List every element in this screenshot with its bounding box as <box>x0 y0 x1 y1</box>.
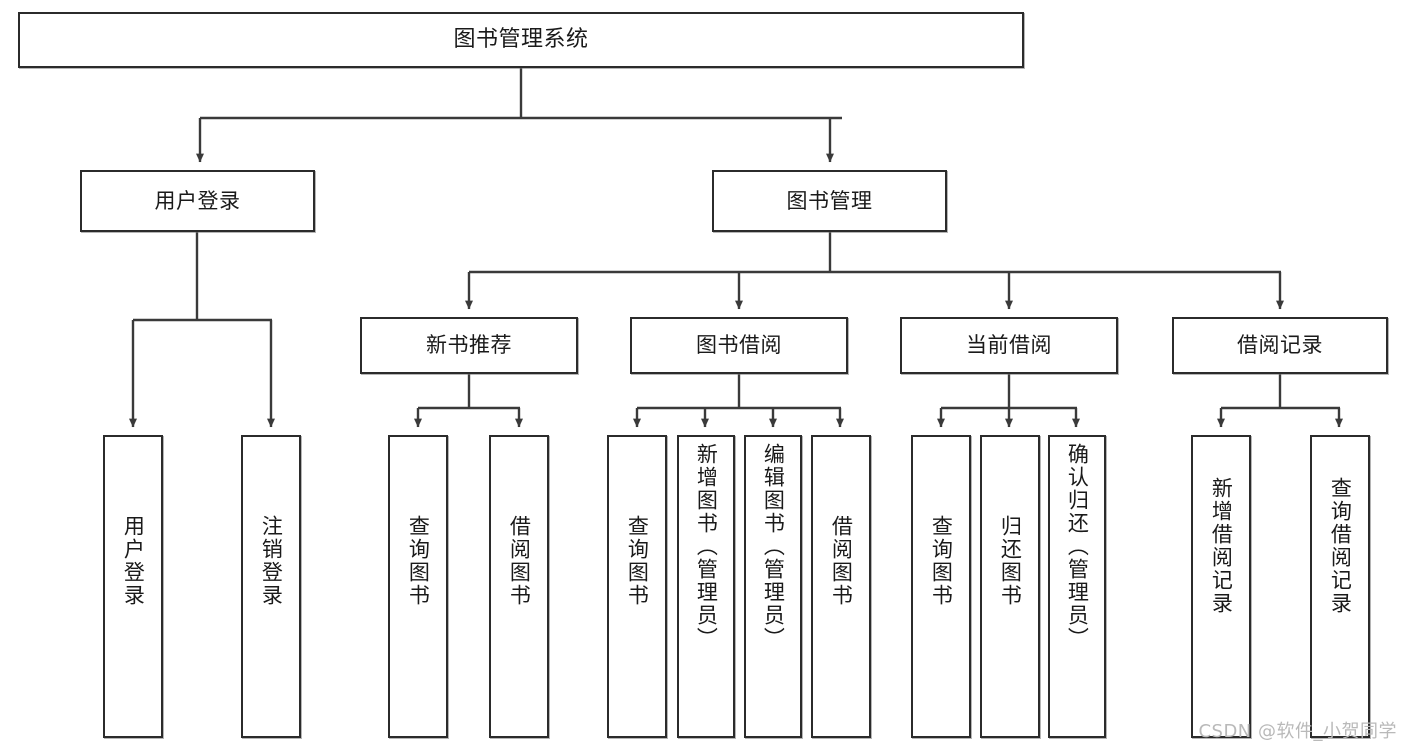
leaf-confirm-return-admin[interactable]: 确认归还（管理员） <box>1048 435 1106 738</box>
leaf-query-book-recommend[interactable]: 查询图书 <box>388 435 448 738</box>
node-label: 新增借阅记录 <box>1209 477 1234 615</box>
leaf-return-book[interactable]: 归还图书 <box>980 435 1040 738</box>
node-label: 借阅图书 <box>507 515 532 607</box>
node-book-management[interactable]: 图书管理 <box>712 170 947 232</box>
node-label: 借阅图书 <box>829 515 854 607</box>
leaf-query-book-borrow[interactable]: 查询图书 <box>607 435 667 738</box>
node-label: 图书借阅 <box>696 333 782 357</box>
node-label: 编辑图书（管理员） <box>761 443 786 650</box>
node-label: 当前借阅 <box>966 333 1052 357</box>
node-label: 归还图书 <box>998 515 1023 607</box>
node-root-system[interactable]: 图书管理系统 <box>18 12 1024 68</box>
leaf-borrow-book-recommend[interactable]: 借阅图书 <box>489 435 549 738</box>
node-current-borrow[interactable]: 当前借阅 <box>900 317 1118 374</box>
node-label: 用户登录 <box>154 188 241 213</box>
leaf-query-book-current[interactable]: 查询图书 <box>911 435 971 738</box>
leaf-query-borrow-record[interactable]: 查询借阅记录 <box>1310 435 1370 738</box>
node-borrow-records[interactable]: 借阅记录 <box>1172 317 1388 374</box>
node-label: 新增图书（管理员） <box>694 443 719 650</box>
node-label: 新书推荐 <box>426 333 512 357</box>
node-label: 确认归还（管理员） <box>1065 443 1090 650</box>
node-user-login[interactable]: 用户登录 <box>80 170 315 232</box>
node-label: 图书管理 <box>786 188 873 213</box>
node-label: 图书管理系统 <box>453 27 589 52</box>
node-label: 查询图书 <box>625 515 650 607</box>
leaf-add-borrow-record[interactable]: 新增借阅记录 <box>1191 435 1251 738</box>
node-label: 查询图书 <box>406 515 431 607</box>
node-book-borrow[interactable]: 图书借阅 <box>630 317 848 374</box>
leaf-logout[interactable]: 注销登录 <box>241 435 301 738</box>
leaf-user-login[interactable]: 用户登录 <box>103 435 163 738</box>
node-label: 用户登录 <box>121 515 146 607</box>
leaf-borrow-book[interactable]: 借阅图书 <box>811 435 871 738</box>
leaf-edit-book-admin[interactable]: 编辑图书（管理员） <box>744 435 802 738</box>
node-new-book-recommend[interactable]: 新书推荐 <box>360 317 578 374</box>
node-label: 查询借阅记录 <box>1328 477 1353 615</box>
node-label: 注销登录 <box>259 515 284 607</box>
csdn-watermark: CSDN @软件_小贺同学 <box>1198 721 1397 742</box>
node-label: 借阅记录 <box>1237 333 1323 357</box>
node-label: 查询图书 <box>929 515 954 607</box>
leaf-add-book-admin[interactable]: 新增图书（管理员） <box>677 435 735 738</box>
